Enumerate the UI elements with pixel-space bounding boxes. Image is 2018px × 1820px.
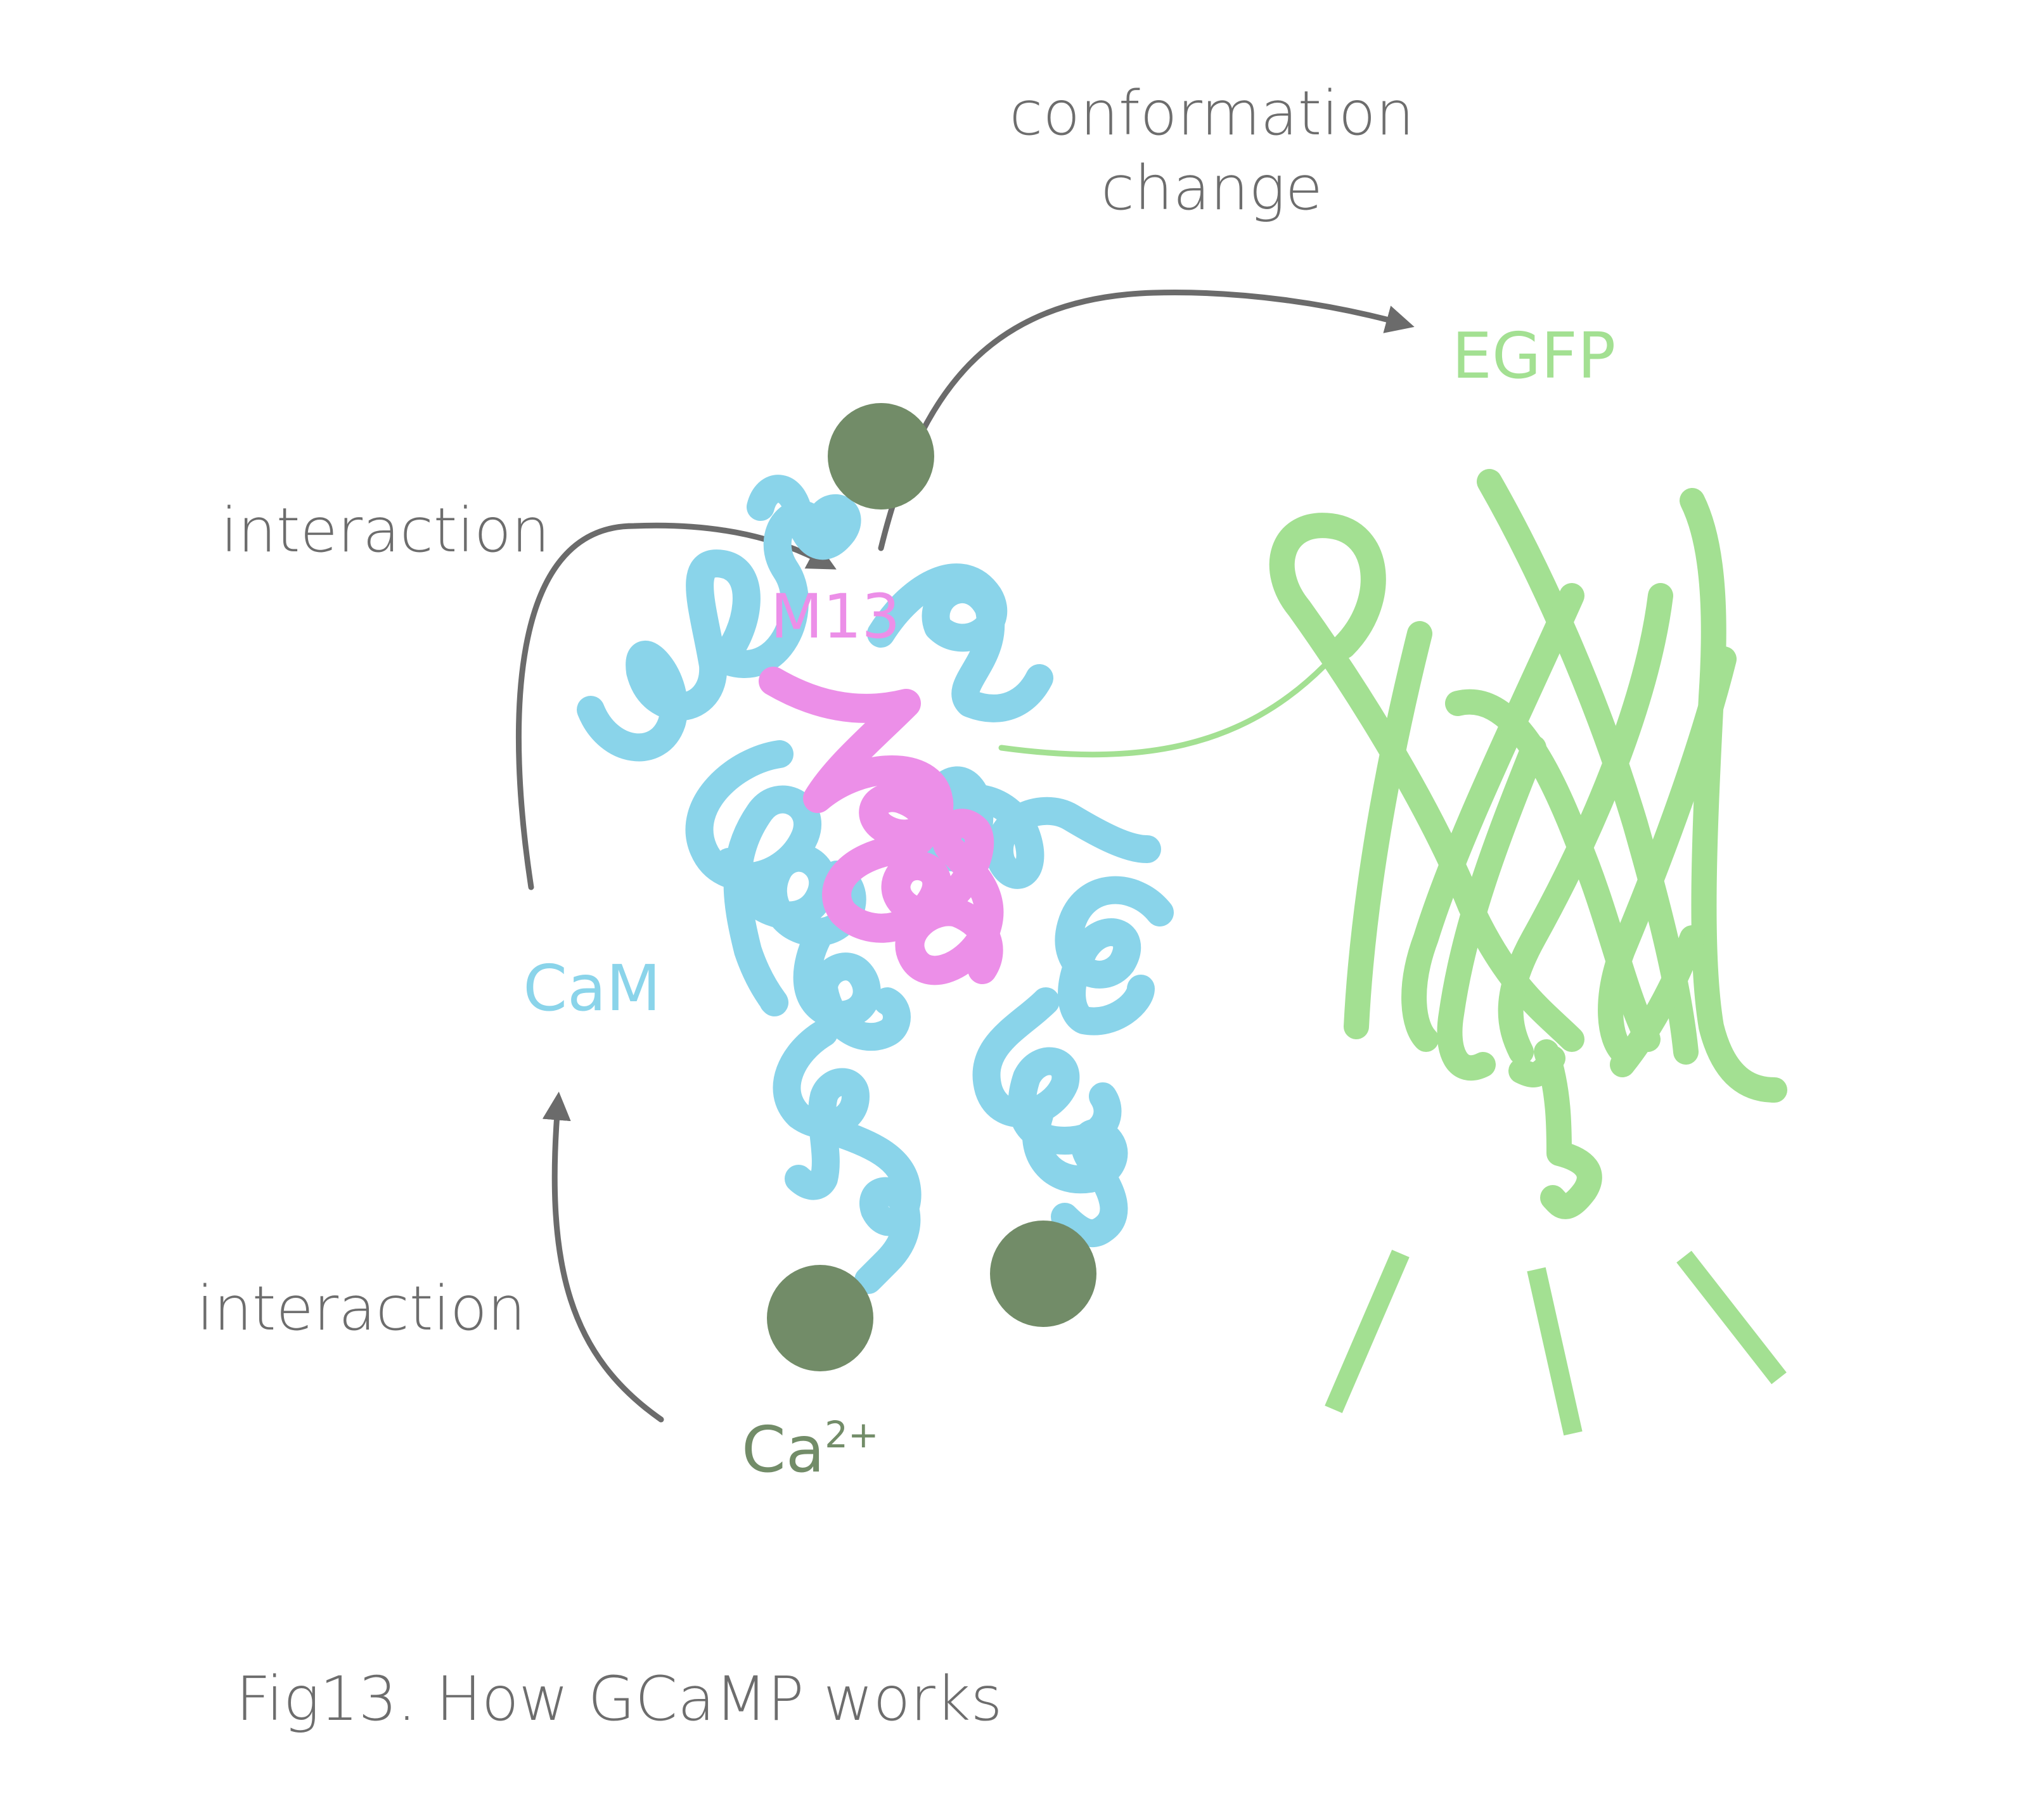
label-m13: M13 — [771, 581, 901, 652]
label-calcium-base: Ca — [742, 1413, 825, 1487]
label-change: change — [1101, 153, 1323, 224]
fluorescence-ray-right — [1676, 1250, 1787, 1385]
m13-helix — [759, 667, 1004, 985]
fluorescence-rays — [1325, 1250, 1787, 1436]
fluorescence-ray-left — [1325, 1250, 1410, 1413]
egfp-barrel — [1269, 469, 1787, 1219]
cam-coil-upper-right — [867, 563, 1053, 722]
cam-coil-upper-left — [577, 500, 832, 762]
label-interaction-top: interaction — [221, 495, 549, 566]
cam-coil-right-bottom — [1022, 1101, 1128, 1247]
calcium-ion-top — [828, 403, 934, 509]
label-conformation: conformation — [1010, 78, 1415, 149]
egfp-strand-7 — [1598, 646, 1737, 1065]
egfp-strand-6 — [1498, 583, 1673, 1065]
label-egfp: EGFP — [1452, 319, 1616, 393]
cam-coil-mid-left — [685, 740, 821, 1016]
fluorescence-ray-center — [1527, 1267, 1583, 1436]
egfp-strand-11 — [1508, 1046, 1565, 1087]
cam-coil-right-chain — [1055, 876, 1174, 1035]
conformation-change-arrow — [878, 290, 1415, 551]
egfp-strand-3 — [1680, 488, 1787, 1103]
egfp-strand-12 — [1610, 925, 1705, 1077]
cam-coil-left-bottom — [773, 1019, 870, 1200]
cam-coil-right-lower — [972, 987, 1122, 1155]
figure-caption: Fig13. How GCaMP works — [236, 1663, 1002, 1734]
label-interaction-bottom: interaction — [196, 1273, 525, 1344]
egfp-strand-5 — [1401, 583, 1584, 1052]
label-calcium-charge: 2+ — [825, 1413, 879, 1456]
label-cam: CaM — [523, 951, 660, 1025]
egfp-strand-loop — [1269, 513, 1584, 1052]
egfp-strand-9 — [1437, 735, 1546, 1081]
cam-coil-left-tail — [810, 1114, 922, 1294]
linker-line — [998, 662, 1328, 758]
calcium-ion-bottom-right — [990, 1221, 1096, 1327]
interaction-arrow-bottom — [542, 1091, 664, 1423]
m13-peptide — [759, 667, 1004, 985]
label-calcium: Ca2+ — [742, 1413, 879, 1487]
calcium-ion-bottom-left — [767, 1265, 873, 1371]
egfp-strand-10 — [1534, 1039, 1602, 1219]
cam-coil-left-lower — [793, 924, 911, 1051]
interaction-arrow-top — [516, 522, 837, 890]
cam-coil-top-left — [747, 475, 861, 560]
egfp-strand-4 — [1344, 621, 1432, 1039]
egfp-strand-8 — [1445, 689, 1661, 1052]
